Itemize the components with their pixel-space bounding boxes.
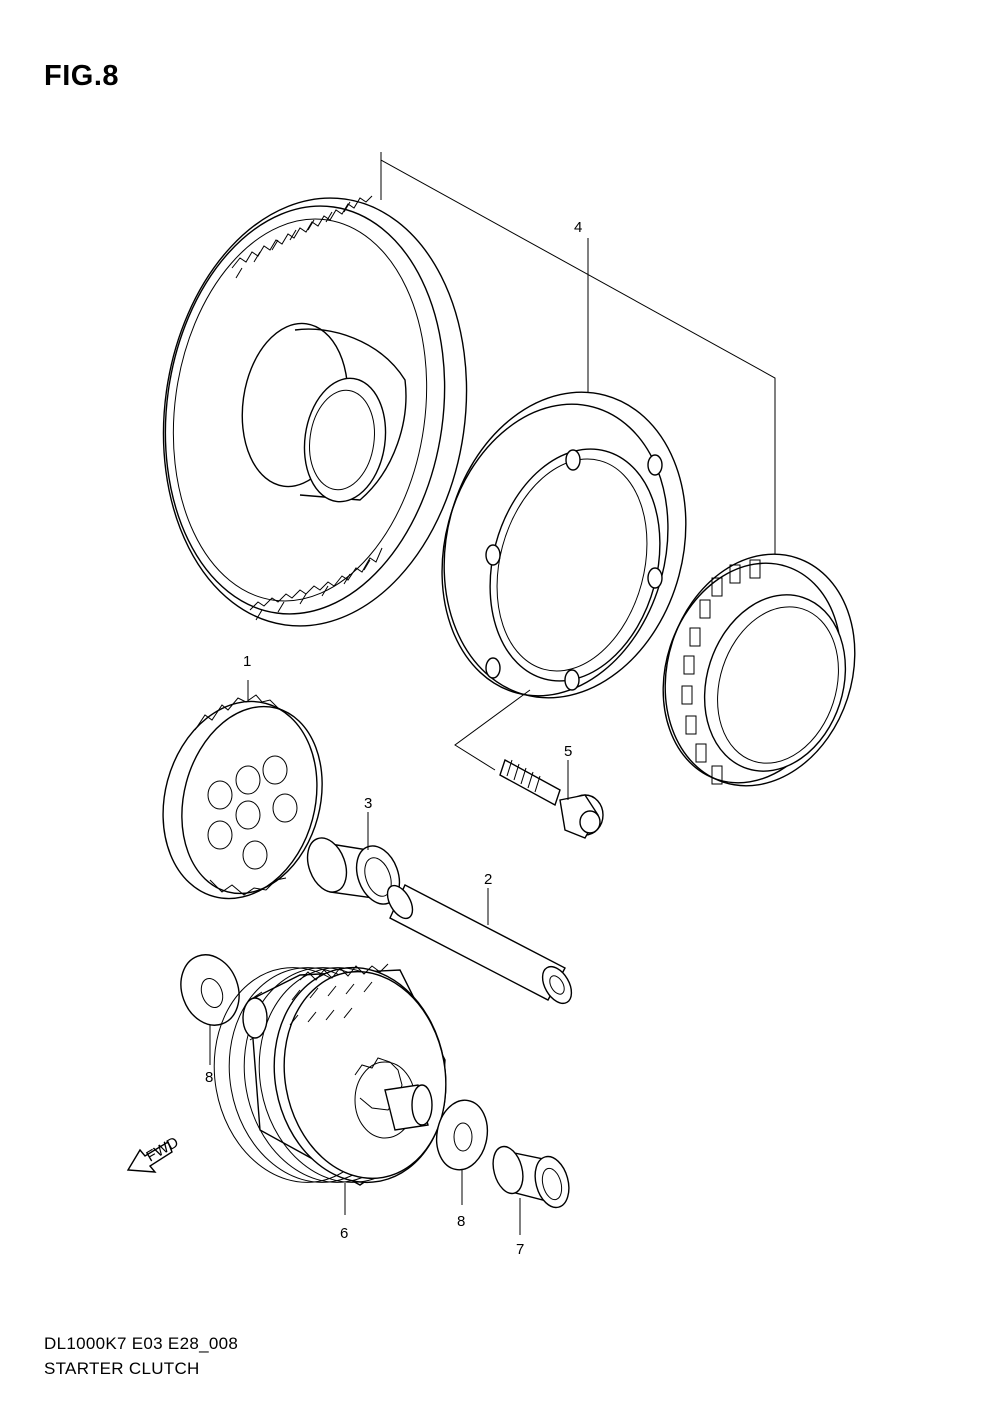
one-way-clutch-housing — [441, 391, 687, 699]
callout-2: 2 — [484, 871, 492, 888]
figure-title: FIG.8 — [44, 60, 120, 92]
callout-labels: 1 2 3 4 5 6 7 8 8 — [205, 219, 582, 1258]
shaft-part-2 — [386, 884, 573, 1005]
washer-part-8-left — [180, 954, 240, 1065]
starter-driven-gear — [162, 195, 468, 627]
fwd-arrow-icon: FWD — [126, 1134, 182, 1173]
callout-1: 1 — [243, 653, 251, 670]
bushing-part-7 — [492, 1145, 570, 1235]
clutch-assembly-part-6 — [213, 963, 447, 1215]
callout-3: 3 — [364, 795, 372, 812]
callout-6: 6 — [340, 1225, 348, 1242]
callout-4: 4 — [574, 219, 582, 236]
bolt-part-5 — [499, 758, 604, 839]
fwd-label: FWD — [144, 1134, 182, 1166]
one-way-clutch-roller — [662, 553, 856, 787]
figure-name: STARTER CLUTCH — [44, 1359, 200, 1378]
callout-5: 5 — [564, 743, 572, 760]
figure-code: DL1000K7 E03 E28_008 — [44, 1334, 239, 1353]
callout-7: 7 — [516, 1241, 524, 1258]
washer-part-8-right — [435, 1099, 489, 1205]
callout-8-right: 8 — [457, 1213, 465, 1230]
leader-lines-group-4 — [380, 152, 776, 560]
callout-8-left: 8 — [205, 1069, 213, 1086]
leader-line-part-5 — [454, 689, 531, 771]
idle-gear-part-1 — [162, 680, 323, 900]
figure-caption: DL1000K7 E03 E28_008 STARTER CLUTCH — [44, 1331, 238, 1381]
